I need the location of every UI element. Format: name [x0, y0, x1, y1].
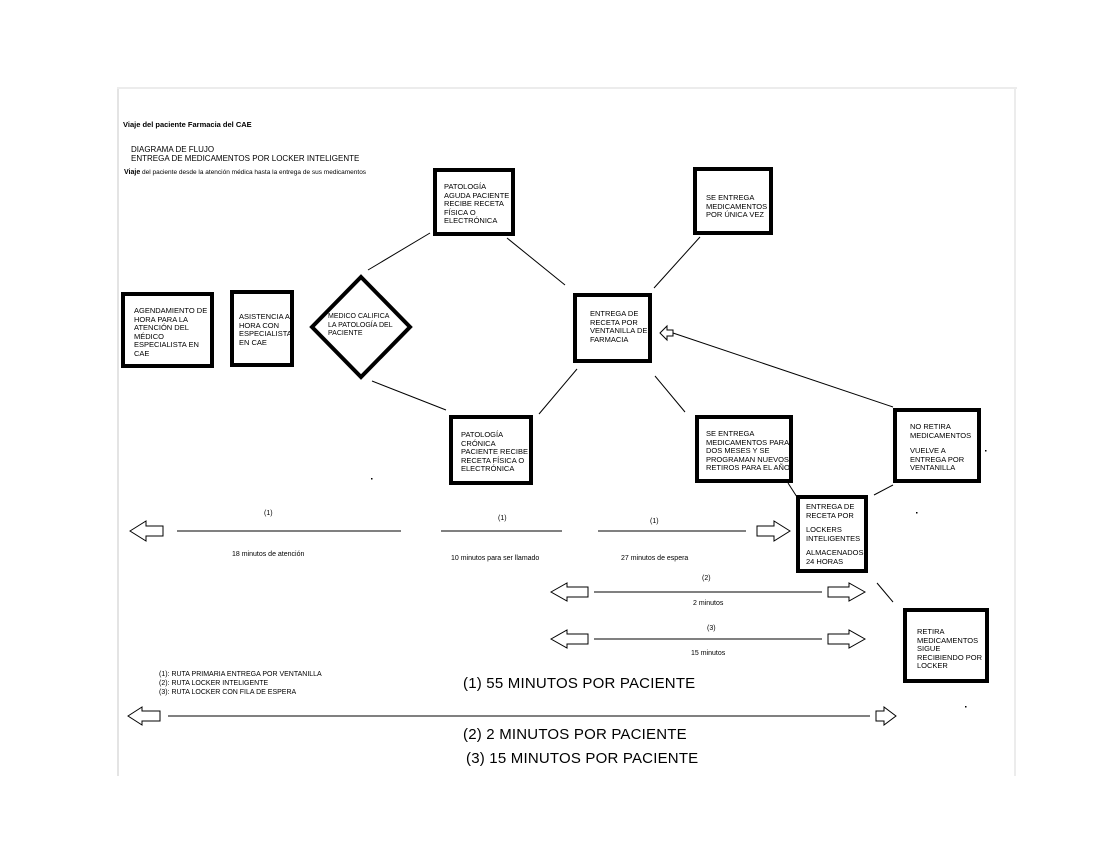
- connector-noretira-ventanilla: [672, 332, 894, 408]
- node-lockers-text-1: ENTREGA DE RECETA POR: [806, 502, 855, 520]
- node-ventanilla-text: ENTREGA DE RECETA POR VENTANILLA DE FARM…: [590, 309, 648, 344]
- node-dos-meses-text: SE ENTREGA MEDICAMENTOS PARA DOS MESES Y…: [706, 429, 790, 473]
- connector-dosmeses-lockers: [787, 482, 798, 498]
- arrow-left-route1-icon: [129, 520, 164, 542]
- legend-item-2: (2): RUTA LOCKER INTELIGENTE: [159, 680, 269, 687]
- arrow-right-route1-icon: [756, 520, 791, 542]
- node-ventanilla: ENTREGA DE RECETA POR VENTANILLA DE FARM…: [573, 293, 652, 363]
- page-edge-right: [1014, 88, 1016, 776]
- arrow-left-route2-icon: [549, 582, 589, 602]
- node-no-retira: NO RETIRA MEDICAMENTOS VUELVE A ENTREGA …: [893, 408, 981, 483]
- node-no-retira-text-1: NO RETIRA MEDICAMENTOS: [910, 422, 972, 440]
- decision-diamond-shape: [309, 274, 413, 380]
- stray-mark: [916, 512, 918, 514]
- page-edge-top: [117, 87, 1017, 89]
- segment-called: 10 minutos para ser llamado: [451, 555, 540, 562]
- route1-label-c: (1): [650, 518, 659, 525]
- legend-item-1: (1): RUTA PRIMARIA ENTREGA POR VENTANILL…: [159, 671, 322, 678]
- node-lockers-text-2: LOCKERS INTELIGENTES: [806, 525, 861, 543]
- route1-label-b: (1): [498, 515, 507, 522]
- arrow-left-total-icon: [127, 706, 161, 726]
- arrow-right-route2-icon: [827, 582, 867, 602]
- node-unica-vez: SE ENTREGA MEDICAMENTOS POR ÚNICA VEZ: [693, 167, 773, 235]
- connector-ventanilla-dosmeses: [654, 375, 686, 413]
- node-no-retira-text-2: VUELVE A ENTREGA POR VENTANILLA: [910, 446, 965, 473]
- decision-text: MEDICO CALIFICA LA PATOLOGÍA DEL PACIENT…: [328, 313, 393, 337]
- stray-mark: [371, 478, 373, 480]
- node-retira: RETIRA MEDICAMENTOS SIGUE RECIBIENDO POR…: [903, 608, 989, 683]
- node-aguda: PATOLOGÍA AGUDA PACIENTE RECIBE RECETA F…: [433, 168, 515, 236]
- page-title: Viaje del paciente Farmacia del CAE: [123, 120, 252, 129]
- arrow-left-ventanilla-icon: [659, 324, 674, 342]
- connector-diamond-cronica: [371, 380, 447, 411]
- node-lockers-text-3: ALMACENADOS 24 HORAS: [806, 548, 864, 566]
- segment-waiting: 27 minutos de espera: [621, 555, 689, 562]
- connector-cronica-ventanilla: [538, 368, 578, 415]
- connector-diamond-aguda: [367, 232, 431, 271]
- node-unica-vez-text: SE ENTREGA MEDICAMENTOS POR ÚNICA VEZ: [706, 193, 768, 220]
- total-route-2: (2) 2 MINUTOS POR PACIENTE: [463, 726, 687, 743]
- node-asistencia-text: ASISTENCIA A HORA CON ESPECIALISTA EN CA…: [239, 312, 292, 347]
- legend-item-3: (3): RUTA LOCKER CON FILA DE ESPERA: [159, 689, 297, 696]
- caption-rest: del paciente desde la atención médica ha…: [142, 169, 367, 176]
- node-agendamiento: AGENDAMIENTO DE HORA PARA LA ATENCIÓN DE…: [121, 292, 214, 368]
- node-asistencia: ASISTENCIA A HORA CON ESPECIALISTA EN CA…: [230, 290, 294, 367]
- node-cronica: PATOLOGÍA CRÓNICA PACIENTE RECIBE RECETA…: [449, 415, 533, 485]
- arrow-left-route3-icon: [549, 629, 589, 649]
- node-retira-text: RETIRA MEDICAMENTOS SIGUE RECIBIENDO POR…: [917, 627, 983, 671]
- arrow-right-route3-icon: [827, 629, 867, 649]
- connector-aguda-ventanilla: [506, 237, 566, 286]
- node-aguda-text: PATOLOGÍA AGUDA PACIENTE RECIBE RECETA F…: [444, 182, 510, 226]
- route3-label: (3): [707, 625, 716, 632]
- node-cronica-text: PATOLOGÍA CRÓNICA PACIENTE RECIBE RECETA…: [461, 430, 528, 474]
- stray-mark: [965, 706, 967, 708]
- arrow-right-total-icon: [875, 706, 897, 726]
- diagram-caption: Viaje del paciente desde la atención méd…: [124, 169, 366, 177]
- stray-mark: [985, 450, 987, 452]
- connector-ventanilla-unica: [653, 236, 701, 289]
- diagram-label: DIAGRAMA DE FLUJO: [131, 145, 215, 154]
- connector-lockers-retira: [876, 582, 894, 603]
- node-agendamiento-text: AGENDAMIENTO DE HORA PARA LA ATENCIÓN DE…: [134, 306, 208, 358]
- node-lockers: ENTREGA DE RECETA POR LOCKERS INTELIGENT…: [796, 495, 868, 573]
- total-route-1: (1) 55 MINUTOS POR PACIENTE: [463, 675, 696, 692]
- route2-label: (2): [702, 575, 711, 582]
- route2-time: 2 minutos: [693, 600, 724, 607]
- caption-bold: Viaje: [124, 169, 141, 176]
- connector-lockers-noretira: [873, 484, 894, 496]
- node-dos-meses: SE ENTREGA MEDICAMENTOS PARA DOS MESES Y…: [695, 415, 793, 483]
- route3-time: 15 minutos: [691, 650, 726, 657]
- segment-attention: 18 minutos de atención: [232, 551, 305, 558]
- total-route-3: (3) 15 MINUTOS POR PACIENTE: [466, 750, 699, 767]
- page-edge-left: [117, 88, 119, 776]
- route1-label-a: (1): [264, 510, 273, 517]
- diagram-subtitle: ENTREGA DE MEDICAMENTOS POR LOCKER INTEL…: [131, 154, 360, 163]
